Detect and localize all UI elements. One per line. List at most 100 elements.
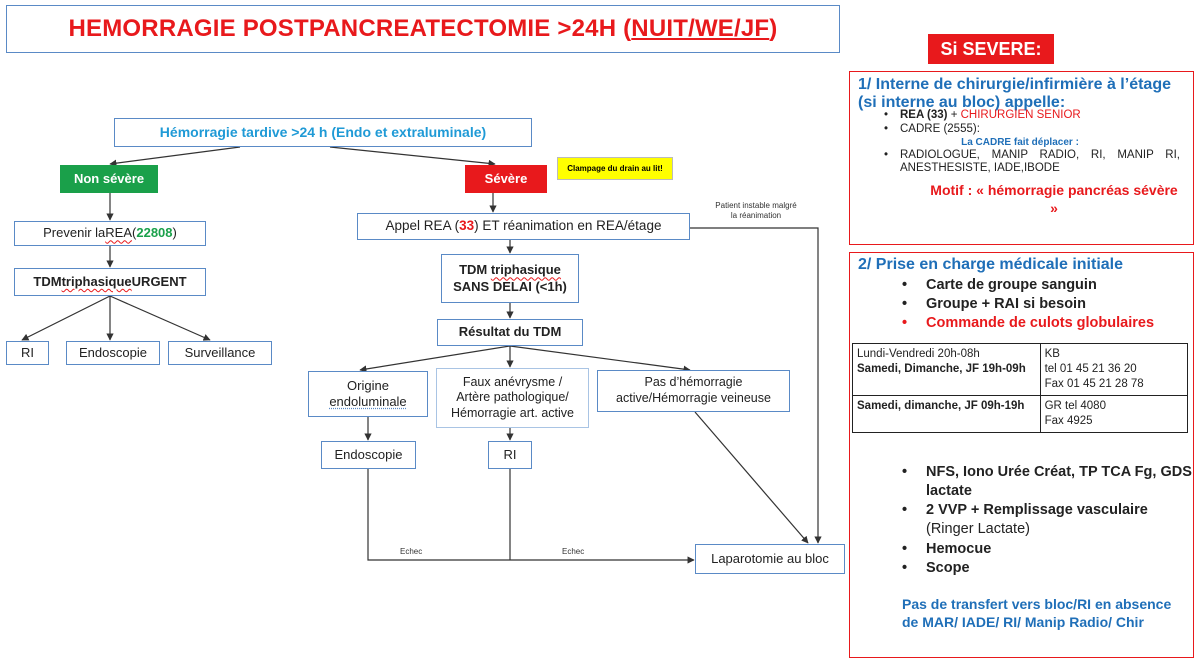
panel1-item-cadre: CADRE (2555): La CADRE fait déplacer : (850, 123, 1190, 149)
appel-pre: Appel REA ( (385, 218, 460, 234)
panel-prise-en-charge: 2/ Prise en charge médicale initiale Car… (849, 252, 1194, 658)
arrow-pas-to-laparotomie (694, 411, 809, 544)
node-ri: RI (488, 441, 532, 469)
node-pas-hemorragie: Pas d’hémorragie active/Hémorragie veine… (597, 370, 790, 412)
severe-badge: Si SEVERE: (928, 34, 1054, 64)
panel1-item-rea: REA (33) + CHIRURGIEN SENIOR (850, 109, 1190, 123)
panel2-item-groupe: Groupe + RAI si besoin (850, 295, 1195, 314)
note-clampage: Clampage du drain au lit! (557, 157, 673, 180)
prevenir-pre: Prevenir la (43, 225, 106, 241)
node-laparotomie: Laparotomie au bloc (695, 544, 845, 574)
node-faux-anevrysme: Faux anévrysme / Artère pathologique/ Hé… (436, 368, 589, 428)
node-surveillance: Surveillance (168, 341, 272, 365)
node-origine-endoluminale: Origine endoluminale (308, 371, 428, 417)
panel2-item-vvp-text: 2 VVP + Remplissage vasculaire (926, 502, 1148, 519)
node-non-severe: Non sévère (60, 165, 158, 193)
panel1-heading: 1/ Interne de chirurgie/infirmière à l’é… (858, 76, 1171, 111)
node-tdm-sans-delai: TDM triphasique SANS DELAI (<1h) (441, 254, 579, 303)
tdm-urgent-post: URGENT (131, 273, 187, 289)
tdm-sans-line2: SANS DELAI (<1h) (453, 278, 567, 294)
panel2-item-scope: Scope (850, 559, 1195, 578)
node-hemorragie-tardive: Hémorragie tardive >24 h (Endo et extral… (114, 118, 532, 147)
table-row: Lundi-Vendredi 20h-08h Samedi, Dimanche,… (852, 343, 1189, 396)
table-cell: KB tel 01 45 21 36 20 Fax 01 45 21 28 78 (1039, 343, 1189, 396)
arrow-tdm-to-surv (109, 295, 211, 341)
panel2-item-carte: Carte de groupe sanguin (850, 276, 1195, 295)
appel-number: 33 (459, 218, 475, 234)
panel1-item-radiologue: RADIOLOGUE, MANIP RADIO, RI, MANIP RI, A… (850, 149, 1190, 177)
table-row: Samedi, dimanche, JF 09h-19h GR tel 4080… (852, 394, 1189, 433)
arrow-top-to-nonsevere (109, 146, 241, 167)
pas-line1: Pas d’hémorragie (644, 375, 743, 390)
note-patient-instable: Patient instable malgré la réanimation (694, 201, 818, 222)
prevenir-number: 22808 (136, 225, 173, 241)
panel2-item-culots: Commande de culots globulaires (850, 314, 1195, 333)
panel2-footer: Pas de transfert vers bloc/RI en absence… (902, 596, 1172, 631)
row2-right-1: Fax 4925 (1044, 414, 1093, 427)
node-ri-left: RI (6, 341, 49, 365)
origine-line2: endoluminale (329, 394, 407, 409)
title-close: ) (769, 15, 778, 42)
prevenir-open: ( (132, 225, 137, 241)
panel1-rea-prefix: REA (33) (900, 109, 948, 121)
panel-appel: 1/ Interne de chirurgie/infirmière à l’é… (849, 71, 1194, 245)
table-cell: GR tel 4080 Fax 4925 (1039, 394, 1189, 433)
panel2-item-hemocue: Hemocue (850, 540, 1195, 559)
arrow-appel-to-laparotomie (690, 227, 822, 544)
panel1-cadre-note: La CADRE fait déplacer : (961, 136, 1079, 148)
arrow-tdm-to-ri (21, 295, 111, 341)
node-endoscopie: Endoscopie (321, 441, 416, 469)
row1-left-bold: Samedi, Dimanche, JF 19h-09h (857, 362, 1026, 375)
panel2-item-vvp: 2 VVP + Remplissage vasculaire (Ringer La… (850, 501, 1195, 539)
node-tdm-urgent: TDM triphasique URGENT (14, 268, 206, 296)
row1-right-0: KB (1044, 348, 1060, 360)
title-underlined: NUIT/WE/JF (631, 15, 770, 42)
node-severe: Sévère (465, 165, 547, 193)
panel1-list: REA (33) + CHIRURGIEN SENIOR CADRE (2555… (850, 109, 1190, 176)
panel2-list-top: Carte de groupe sanguin Groupe + RAI si … (850, 276, 1195, 334)
panel2-item-vvp-extra: (Ringer Lactate) (926, 521, 1030, 538)
panel1-motif: Motif : « hémorragie pancréas sévère » (930, 182, 1178, 216)
faux-line2: Artère pathologique/ (456, 390, 569, 405)
flowchart-connectors (21, 146, 822, 564)
page-title: HEMORRAGIE POSTPANCREATECTOMIE >24H (NUI… (6, 5, 840, 53)
prevenir-rea: REA (105, 225, 133, 241)
schedule-table: Lundi-Vendredi 20h-08h Samedi, Dimanche,… (852, 343, 1189, 433)
panel1-rea-plus: + (947, 109, 961, 121)
node-appel-rea: Appel REA (33) ET réanimation en REA/éta… (357, 213, 690, 240)
panel1-cadre: CADRE (2555): (900, 122, 980, 135)
panel2-heading: 2/ Prise en charge médicale initiale (858, 256, 1124, 273)
panel1-rea-chir: CHIRURGIEN SENIOR (960, 109, 1081, 121)
node-prevenir-rea: Prevenir la REA (22808) (14, 221, 206, 246)
label-echec-1: Echec (400, 547, 423, 556)
arrow-resultat-to-origine (359, 345, 511, 373)
row1-left-plain: Lundi-Vendredi 20h-08h (857, 348, 980, 360)
table-cell: Lundi-Vendredi 20h-08h Samedi, Dimanche,… (852, 343, 1041, 396)
row2-right-0: GR tel 4080 (1044, 399, 1106, 412)
prevenir-close: ) (172, 225, 177, 241)
arrow-resultat-to-pas (509, 345, 691, 373)
panel2-list-bottom: NFS, Iono Urée Créat, TP TCA Fg, GDS lac… (850, 463, 1195, 578)
row2-left-bold: Samedi, dimanche, JF 09h-19h (857, 399, 1025, 412)
faux-line1: Faux anévrysme / (462, 374, 563, 389)
label-echec-2: Echec (562, 547, 585, 556)
row1-right-2: Fax 01 45 21 28 78 (1044, 377, 1144, 390)
note-patient-line1: Patient instable malgré (715, 201, 797, 210)
tdm-sans-tri: triphasique (490, 262, 561, 278)
origine-line1: Origine (347, 377, 389, 393)
arrow-endo-echec (367, 469, 695, 564)
row1-right-1: tel 01 45 21 36 20 (1044, 362, 1137, 375)
tdm-urgent-tri: triphasique (61, 273, 132, 289)
node-endoscopie-left: Endoscopie (66, 341, 160, 365)
tdm-urgent-pre: TDM (33, 273, 62, 289)
panel2-item-nfs: NFS, Iono Urée Créat, TP TCA Fg, GDS lac… (850, 463, 1195, 501)
note-patient-line2: la réanimation (730, 211, 782, 221)
node-resultat-tdm: Résultat du TDM (437, 319, 583, 346)
tdm-sans-pre: TDM (459, 262, 491, 278)
title-main: HEMORRAGIE POSTPANCREATECTOMIE >24H ( (68, 15, 632, 42)
arrow-top-to-severe (329, 146, 496, 167)
faux-line3: Hémorragie art. active (451, 405, 574, 420)
pas-line2: active/Hémorragie veineuse (616, 391, 771, 405)
table-cell: Samedi, dimanche, JF 09h-19h (852, 394, 1041, 433)
appel-post: ) ET réanimation en REA/étage (474, 218, 662, 234)
